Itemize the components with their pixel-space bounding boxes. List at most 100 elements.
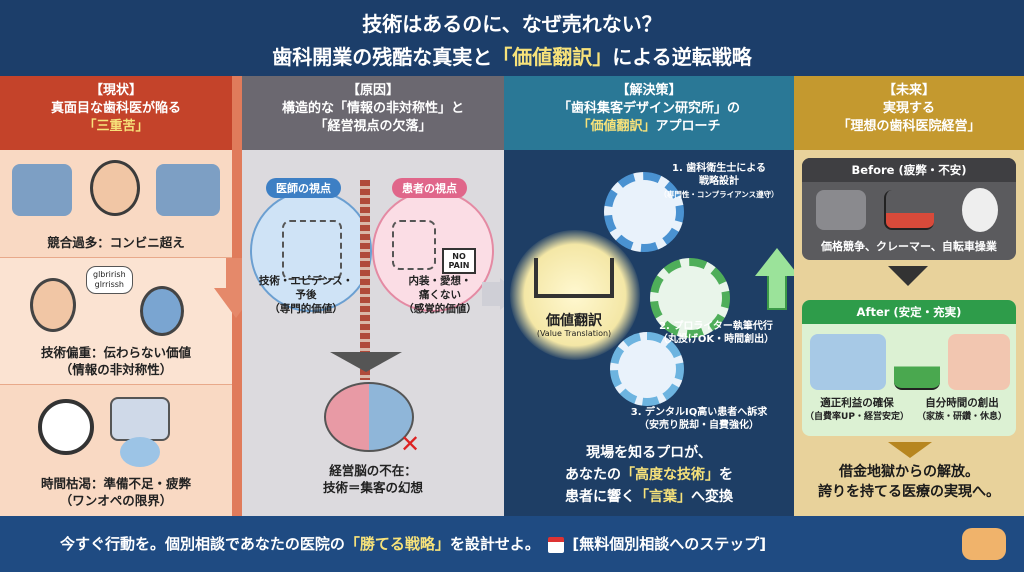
text: 内装・愛想・ — [408, 275, 472, 287]
footer-highlight: 「勝てる戦略」 — [344, 535, 450, 553]
consultation-link[interactable]: [無料個別相談へのステップ] — [572, 535, 767, 553]
closing-message: 借金地獄からの解放。誇りを持てる医療の実現へ。 — [794, 462, 1024, 502]
step-sub: （丸投げOK・時間創出） — [657, 334, 775, 345]
tag: 【解決策】 — [616, 83, 682, 98]
after-item-title: 適正利益の確保 — [820, 397, 894, 409]
footer-text: 今すぐ行動を。個別相談であなたの医院の — [60, 535, 345, 553]
up-arrow-icon — [755, 248, 799, 276]
title-highlight: 「価値翻訳」 — [492, 45, 613, 69]
text: を — [719, 467, 733, 483]
empty-chairs-icon — [816, 190, 866, 230]
message-line: 現場を知るプロが、 — [586, 445, 712, 461]
value-translation-sub: (Value Translation) — [536, 329, 612, 338]
brain-caption: 経営脳の不在： 技術＝集客の幻想 — [242, 462, 504, 496]
step-title: 3. デンタルIQ高い患者へ訴求 — [630, 407, 768, 418]
column-header-solution: 【解決策】 「歯科集客デザイン研究所」の 「価値翻訳」アプローチ — [504, 76, 794, 150]
right-arrow-icon — [482, 282, 500, 306]
future-column: Before (疲弊・不安) 価格競争、クレーマー、自転車操業 After (安… — [794, 150, 1024, 516]
heading: 実現する — [882, 101, 935, 116]
down-arrow-icon — [888, 442, 932, 458]
after-item-title: 自分時間の創出 — [925, 397, 999, 409]
tag: 【未来】 — [882, 83, 935, 98]
doctor-view-text: 技術・エビデンス・予後 （専門的価値） — [242, 274, 370, 316]
down-arrow-icon — [888, 266, 928, 286]
stressed-doctor-icon — [90, 160, 140, 216]
caption: 技術偏重：伝わらない価値 — [40, 345, 191, 360]
heading: 「理想の歯科医院経営」 — [837, 119, 981, 134]
heading: 「価値翻訳」アプローチ — [504, 118, 794, 136]
text: 技術・エビデンス・ — [258, 275, 354, 287]
before-text: 価格競争、クレーマー、自転車操業 — [821, 240, 997, 253]
text: 経営脳の不在： — [329, 463, 417, 478]
caption: 競合過多：コンビニ超え — [47, 235, 185, 250]
speech-text: glrrissh — [94, 280, 124, 289]
title-line2: 歯科開業の残酷な真実と「価値翻訳」による逆転戦略 — [0, 41, 1024, 70]
no-pain-sign: NO PAIN — [442, 248, 476, 274]
handshake-icon — [962, 528, 1006, 560]
closing-line: 誇りを持てる医療の実現へ。 — [818, 484, 1000, 500]
text-highlight: 「言葉」 — [635, 489, 691, 505]
message-line: 患者に響く「言葉」へ変換 — [504, 486, 794, 508]
tag: 【現状】 — [89, 83, 142, 98]
step-sub: （安売り脱却・自費強化） — [639, 420, 759, 431]
text: あなたの — [565, 467, 621, 483]
footer-text: を設計せよ。 — [449, 535, 540, 553]
wall-divider — [360, 180, 370, 380]
caption-sub: （ワンオペの限界） — [59, 493, 173, 508]
after-item-sub: （家族・研鑽・休息） — [916, 412, 1007, 422]
title-text: 歯科開業の残酷な真実と — [272, 45, 493, 69]
gear-pen-icon — [650, 258, 730, 338]
title-line1: 技術はあるのに、なぜ売れない？ — [362, 12, 662, 36]
documents-icon — [110, 397, 170, 441]
after-item-sub: （自費率UP・経営安定） — [805, 412, 909, 422]
dentist-icon — [30, 278, 76, 332]
footer-cta[interactable]: 今すぐ行動を。個別相談であなたの医院の「勝てる戦略」を設計せよ。 [無料個別相談… — [0, 516, 1024, 572]
baby-icon — [120, 437, 160, 467]
closing-line: 借金地獄からの解放。 — [839, 464, 979, 480]
column-header-status: 【現状】 真面目な歯科医が陥る 「三重苦」 — [0, 76, 232, 150]
text: 技術＝集客の幻想 — [322, 480, 423, 495]
up-arrow-icon — [767, 276, 787, 310]
doctor-view-label: 医師の視点 — [266, 178, 341, 198]
caption: 時間枯渇：準備不足・疲弊 — [40, 476, 191, 491]
header: 技術はあるのに、なぜ売れない？ 歯科開業の残酷な真実と「価値翻訳」による逆転戦略 — [0, 0, 1024, 76]
text-highlight: 「高度な技術」 — [621, 467, 719, 483]
value-translation-label: 価値翻訳 — [546, 313, 602, 329]
heading-highlight: 「価値翻訳」 — [577, 119, 656, 134]
buildings-icon — [156, 164, 220, 216]
patient-view-text: 内装・愛想・痛くない（感覚的価値） — [376, 274, 504, 316]
title-text: による逆転戦略 — [612, 45, 752, 69]
brain-calculator-icon — [324, 382, 414, 452]
heading-highlight: 「三重苦」 — [83, 119, 149, 134]
step-title: 1. 歯科衛生士による — [672, 163, 766, 174]
tired-doctor-icon — [962, 188, 998, 232]
status-item-time: 時間枯渇：準備不足・疲弊 （ワンオペの限界） — [0, 385, 232, 516]
tag: 【原因】 — [346, 83, 399, 98]
after-title: After (安定・充実) — [802, 300, 1016, 324]
status-item-competition: 競合過多：コンビニ超え — [0, 150, 232, 258]
rising-cost-chart-icon — [884, 190, 934, 230]
before-box: Before (疲弊・不安) 価格競争、クレーマー、自転車操業 — [802, 158, 1016, 260]
text: 予後 — [295, 289, 317, 301]
patient-icon — [140, 286, 184, 336]
gear-hygienist-icon — [604, 172, 684, 252]
heading: 「歯科集客デザイン研究所」の — [557, 101, 740, 116]
after-item: 適正利益の確保 （自費率UP・経営安定） — [802, 396, 912, 424]
text: 痛くない — [419, 289, 461, 301]
doctor-view-circle — [250, 190, 372, 312]
before-title: Before (疲弊・不安) — [802, 158, 1016, 182]
text: へ変換 — [691, 489, 733, 505]
speech-text: glbrirish — [93, 270, 126, 279]
step-sub: （専門性・コンプライアンス遵守） — [659, 190, 779, 199]
step-1: 1. 歯科衛生士による戦略設計（専門性・コンプライアンス遵守） — [654, 162, 784, 201]
text: 患者に響く — [565, 489, 635, 505]
step-title: 2. プロライター執筆代行 — [659, 321, 773, 332]
down-arrow-icon — [226, 258, 246, 290]
heading-text: アプローチ — [655, 119, 721, 134]
heading: 「経営視点の欠落」 — [314, 119, 432, 134]
microscope-document-tools-icon — [282, 220, 342, 280]
column-header-cause: 【原因】 構造的な「情報の非対称性」と 「経営視点の欠落」 — [242, 76, 504, 150]
text: （専門的価値） — [269, 303, 343, 315]
